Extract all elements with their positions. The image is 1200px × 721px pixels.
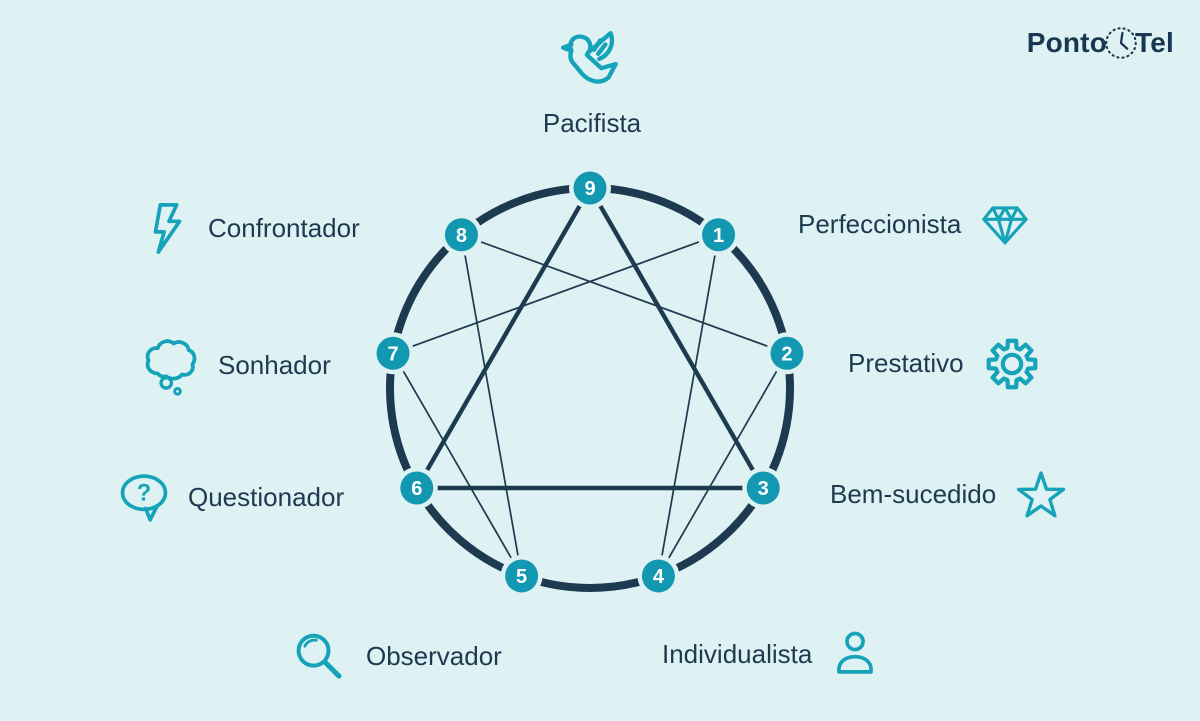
type-item-observador: Observador <box>290 628 502 686</box>
node-4: 4 <box>637 554 680 597</box>
type-item-prestativo: Prestativo <box>848 336 1040 392</box>
triangle-line-6-9 <box>414 186 592 490</box>
node-number: 4 <box>653 566 665 588</box>
type-label: Questionador <box>188 482 345 513</box>
hexad-line-1-4 <box>657 234 720 577</box>
node-number: 6 <box>411 478 422 500</box>
node-number: 1 <box>713 225 724 247</box>
type-label: Perfeccionista <box>798 209 962 240</box>
person-icon <box>828 628 882 682</box>
type-label: Prestativo <box>848 348 964 379</box>
node-6: 6 <box>395 467 438 509</box>
type-label: Pacifista <box>542 108 642 138</box>
node-7: 7 <box>372 332 415 375</box>
node-number: 7 <box>387 343 398 365</box>
type-item-confrontador: Confrontador <box>148 202 360 256</box>
thought-cloud-icon <box>140 336 200 396</box>
lightning-icon <box>148 202 188 256</box>
type-item-perfeccionista: Perfeccionista <box>798 202 1031 248</box>
type-item-individualista: Individualista <box>662 628 882 682</box>
node-3: 3 <box>742 467 785 509</box>
hexad-line-5-7 <box>392 352 523 577</box>
node-number: 9 <box>584 178 595 200</box>
logo-text-ponto: Ponto <box>1026 27 1108 58</box>
node-2: 2 <box>765 332 808 375</box>
node-number: 3 <box>758 478 769 500</box>
hexad-line-4-2 <box>657 352 788 577</box>
question-glyph: ? <box>137 481 151 507</box>
node-number: 8 <box>456 225 467 247</box>
type-item-bem-sucedido: Bem-sucedido <box>830 468 1068 522</box>
question-bubble-icon: ? <box>116 468 172 528</box>
node-8: 8 <box>440 213 483 256</box>
type-label: Bem-sucedido <box>830 479 997 510</box>
type-item-sonhador: Sonhador <box>140 336 331 396</box>
diamond-icon <box>979 202 1031 248</box>
type-item-questionador: ? Questionador <box>116 468 344 528</box>
star-icon <box>1014 468 1068 522</box>
hexad-line-7-1 <box>392 233 719 355</box>
type-item-pacifista: Pacifista <box>472 28 712 139</box>
hexad-line-8-5 <box>460 234 523 577</box>
node-number: 5 <box>516 566 527 588</box>
hexad-line-2-8 <box>461 233 788 355</box>
gear-icon <box>984 336 1040 392</box>
pontotel-logo: Ponto Tel <box>1027 24 1174 62</box>
node-number: 2 <box>781 343 792 365</box>
node-5: 5 <box>500 554 543 597</box>
magnifier-icon <box>290 628 348 686</box>
node-9: 9 <box>569 167 611 209</box>
type-label: Observador <box>366 641 502 672</box>
node-1: 1 <box>697 213 740 256</box>
triangle-line-9-3 <box>588 186 766 490</box>
type-label: Sonhador <box>218 350 331 381</box>
dove-icon <box>559 28 625 94</box>
type-label: Individualista <box>662 639 813 670</box>
clock-icon <box>1105 24 1137 62</box>
logo-text-tel: Tel <box>1135 27 1174 58</box>
type-label: Confrontador <box>208 213 360 244</box>
